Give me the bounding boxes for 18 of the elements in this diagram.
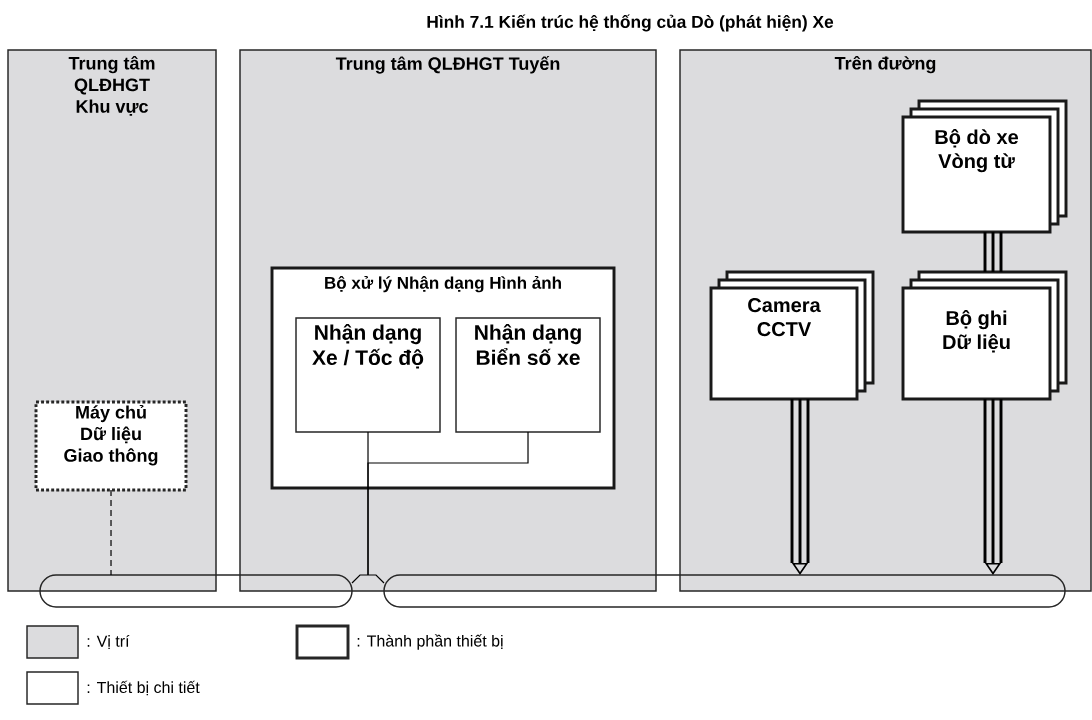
pole-connector (790, 397, 810, 575)
legend-text: : Thành phần thiết bị (357, 634, 503, 650)
network-bus (39, 574, 353, 608)
server-box: Máy chủ Dữ liệu Giao thông (34, 400, 188, 492)
network-bus (383, 574, 1066, 608)
connector-line (110, 489, 112, 576)
pole-connector (983, 397, 1003, 575)
module-box: Nhận dạng Xe / Tốc độ (295, 317, 441, 433)
connector-line (351, 574, 385, 584)
device-stack: Bộ dò xe Vòng từ (901, 99, 1068, 234)
legend-text: : Vị trí (87, 634, 130, 650)
device-stack: Bộ ghi Dữ liệu (901, 270, 1068, 401)
legend-text: : Thiết bị chi tiết (87, 680, 200, 696)
device-stack: Camera CCTV (709, 270, 875, 401)
connector-line (367, 431, 529, 576)
pole-connector (983, 230, 1003, 274)
module-box: Nhận dạng Biển số xe (455, 317, 601, 433)
title: Hình 7.1 Kiến trúc hệ thống của Dò (phát hiện) Xe (427, 14, 834, 32)
